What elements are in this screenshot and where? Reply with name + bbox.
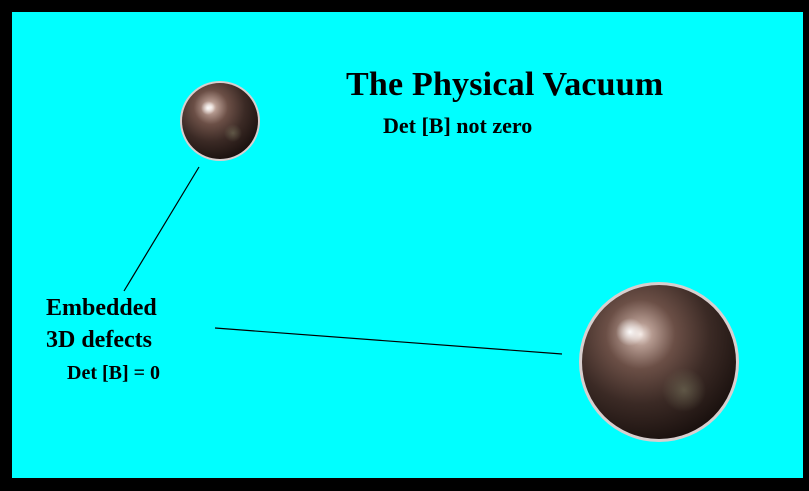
diagram-title: The Physical Vacuum — [346, 66, 664, 103]
connector-line-small-sphere — [123, 166, 200, 292]
defect-label-line1: Embedded — [46, 295, 157, 321]
large-defect-sphere — [579, 282, 739, 442]
diagram-canvas — [12, 12, 803, 478]
defect-label-line2: 3D defects — [46, 327, 152, 353]
defect-condition-label: Det [B] = 0 — [67, 362, 161, 384]
small-defect-sphere — [180, 81, 260, 161]
diagram-subtitle: Det [B] not zero — [383, 113, 533, 138]
connector-line-large-sphere — [214, 327, 563, 355]
defect-label: Embedded 3D defects — [46, 292, 157, 356]
